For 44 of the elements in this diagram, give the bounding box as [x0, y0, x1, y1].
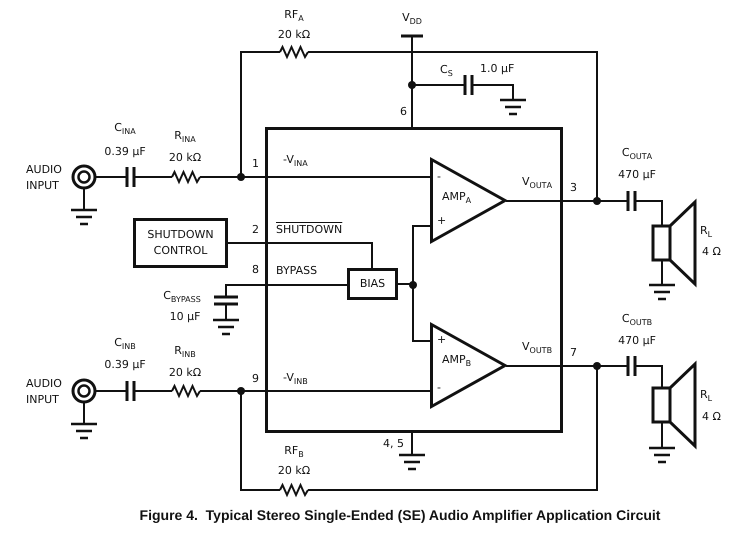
- component-value: 20 kΩ: [278, 464, 310, 477]
- input-label: AUDIO INPUT: [26, 162, 63, 194]
- pin-number: 6: [400, 105, 407, 118]
- component-value: 20 kΩ: [168, 366, 202, 379]
- amplifier-label: AMP$_{B}$: [442, 353, 472, 366]
- pin-name: BYPASS: [276, 264, 318, 277]
- pin-name: SHUTDOWN: [276, 223, 342, 236]
- component-value: 20 kΩ: [168, 151, 202, 164]
- component-value: 0.39 μF: [104, 145, 146, 158]
- component-name: RF$_{A}$: [284, 8, 304, 21]
- caption: Figure 4. Typical Stereo Single-Ended (SE) Audio Amplifier Application Circuit: [140, 509, 660, 522]
- pin-number: 9: [252, 372, 259, 385]
- component-name: R$_{L}$: [700, 388, 712, 401]
- amplifier-symbol: [430, 323, 506, 408]
- bias-box: BIAS: [347, 268, 398, 300]
- component-value: 0.39 μF: [104, 358, 146, 371]
- input-sign: +: [437, 333, 446, 346]
- component-value: 1.0 μF: [480, 62, 514, 75]
- component-value: 4 Ω: [702, 245, 721, 258]
- component-name: RF$_{B}$: [284, 444, 304, 457]
- pin-number: 3: [570, 181, 577, 194]
- component-name: V$_{DD}$: [402, 11, 422, 24]
- component-value: 470 μF: [618, 168, 656, 181]
- component-name: C$_{S}$: [440, 63, 453, 76]
- control-box: SHUTDOWN CONTROL: [133, 218, 228, 268]
- ic-package: [265, 127, 563, 433]
- pin-number: 1: [252, 157, 259, 170]
- pin-number: 2: [252, 223, 259, 236]
- component-value: 20 kΩ: [278, 28, 310, 41]
- input-label: AUDIO INPUT: [26, 376, 63, 408]
- pin-number: 8: [252, 263, 259, 276]
- component-name: C$_{BYPASS}$: [163, 289, 201, 302]
- pin-number: 7: [570, 346, 577, 359]
- wire: [228, 242, 373, 268]
- component-value: 10 μF: [170, 310, 200, 323]
- input-sign: -: [437, 170, 441, 183]
- component-name: R$_{L}$: [700, 224, 712, 237]
- pin-number: 4, 5: [383, 437, 404, 450]
- component-value: 470 μF: [618, 334, 656, 347]
- amplifier-symbol: [430, 158, 506, 243]
- amplifier-label: AMP$_{A}$: [442, 190, 472, 203]
- input-sign: -: [437, 381, 441, 394]
- input-sign: +: [437, 214, 446, 227]
- component-value: 4 Ω: [702, 410, 721, 423]
